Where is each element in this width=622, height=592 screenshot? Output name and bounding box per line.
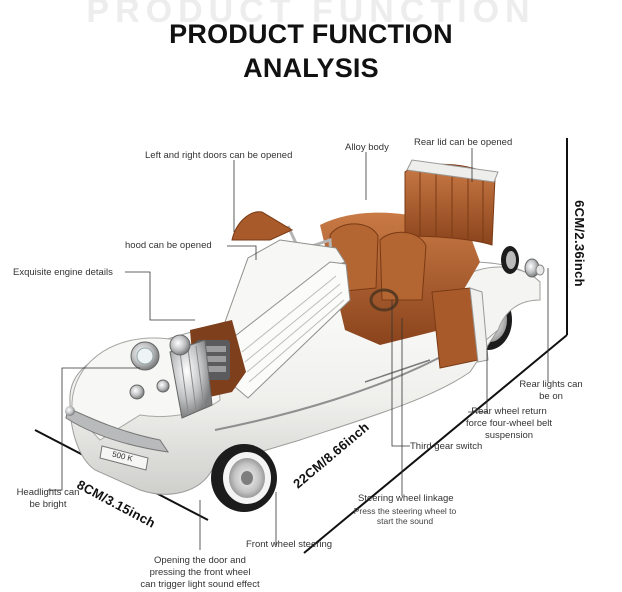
label-door-press: Opening the door and pressing the front … [125,555,275,591]
label-rear-wheel: Rear wheel return force four-wheel belt … [454,406,564,442]
label-door-press-line1: Opening the door and [154,555,246,566]
side-spare-wheel [501,246,519,274]
leader-lines [48,148,549,550]
label-front-wheel-steering: Front wheel steering [246,539,333,550]
license-plate [99,445,149,471]
label-headlights: Headlights can be bright [12,487,84,511]
open-hood [224,239,351,399]
label-alloy-body: Alloy body [345,142,389,153]
label-steering-sub-line2: start the sound [376,516,434,526]
label-engine: Exquisite engine details [13,267,113,278]
label-headlights-line2: be bright [29,499,67,510]
label-door-press-line3: can trigger light sound effect [140,579,260,590]
label-rear-wheel-line1: Rear wheel return [471,406,547,417]
front-wheel [211,444,277,512]
label-gear: Third gear switch [410,441,483,452]
label-rear-lights-line1: Rear lights can [519,379,583,390]
rear-lights [524,258,545,278]
label-rear-wheel-line2: force four-wheel belt [465,418,553,429]
page-title-line2: ANALYSIS [243,53,379,83]
watermark-text: PRODUCT FUNCTION [86,0,536,30]
label-rear-lid: Rear lid can be opened [414,137,513,148]
label-door-press-line2: pressing the front wheel [149,567,251,578]
page-title-line1: PRODUCT FUNCTION [169,19,453,49]
label-doors: Left and right doors can be opened [145,150,293,161]
label-steering-sub: Press the steering wheel to start the so… [340,506,470,526]
car-interior [231,159,499,369]
front-grille-headlights [65,334,213,453]
label-headlights-line1: Headlights can [16,487,80,498]
label-steering-linkage: Steering wheel linkage [358,493,454,504]
dimension-height: 6CM/2.36inch [571,200,587,287]
label-steering-sub-line1: Press the steering wheel to [353,506,457,516]
label-hood: hood can be opened [125,240,212,251]
label-rear-lights: Rear lights can be on [506,379,596,403]
label-rear-lights-line2: be on [539,391,563,402]
label-rear-wheel-line3: suspension [484,430,534,441]
